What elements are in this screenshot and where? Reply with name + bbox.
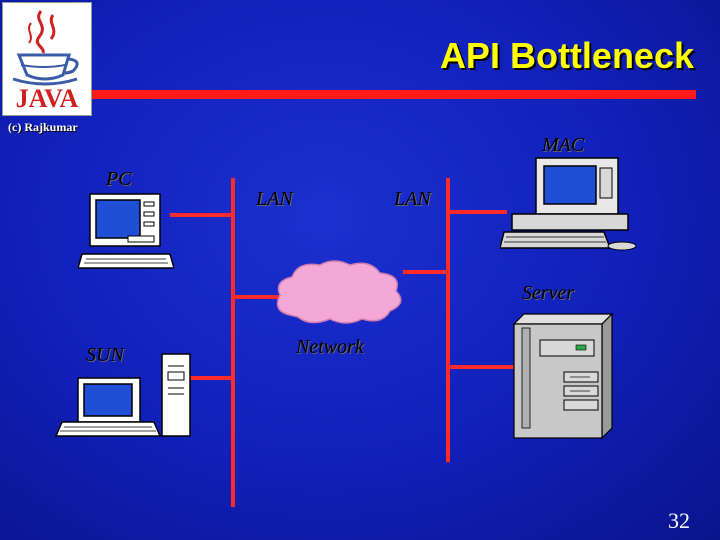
- lan-right-label: LAN: [394, 188, 431, 210]
- svg-text:JAVA: JAVA: [16, 84, 79, 113]
- sun-label: SUN: [86, 344, 124, 366]
- network-label: Network: [296, 336, 364, 358]
- server-label: Server: [522, 282, 575, 304]
- sun-workstation-icon: [54, 352, 194, 438]
- lan-left-label: LAN: [256, 188, 293, 210]
- title-underline-bar: [92, 90, 696, 99]
- pc-computer-icon: [78, 192, 174, 272]
- mac-label: MAC: [542, 134, 585, 156]
- network-cloud-icon: [270, 255, 410, 327]
- credit-text: (c) Rajkumar: [8, 120, 78, 134]
- pc-label: PC: [106, 168, 132, 190]
- mac-computer-icon: [500, 156, 640, 252]
- page-number: 32: [668, 508, 690, 533]
- server-tower-icon: [510, 312, 616, 440]
- java-coffee-cup-icon: JAVA: [12, 10, 79, 113]
- slide-title: API Bottleneck: [439, 35, 694, 76]
- java-logo: JAVA: [2, 2, 92, 116]
